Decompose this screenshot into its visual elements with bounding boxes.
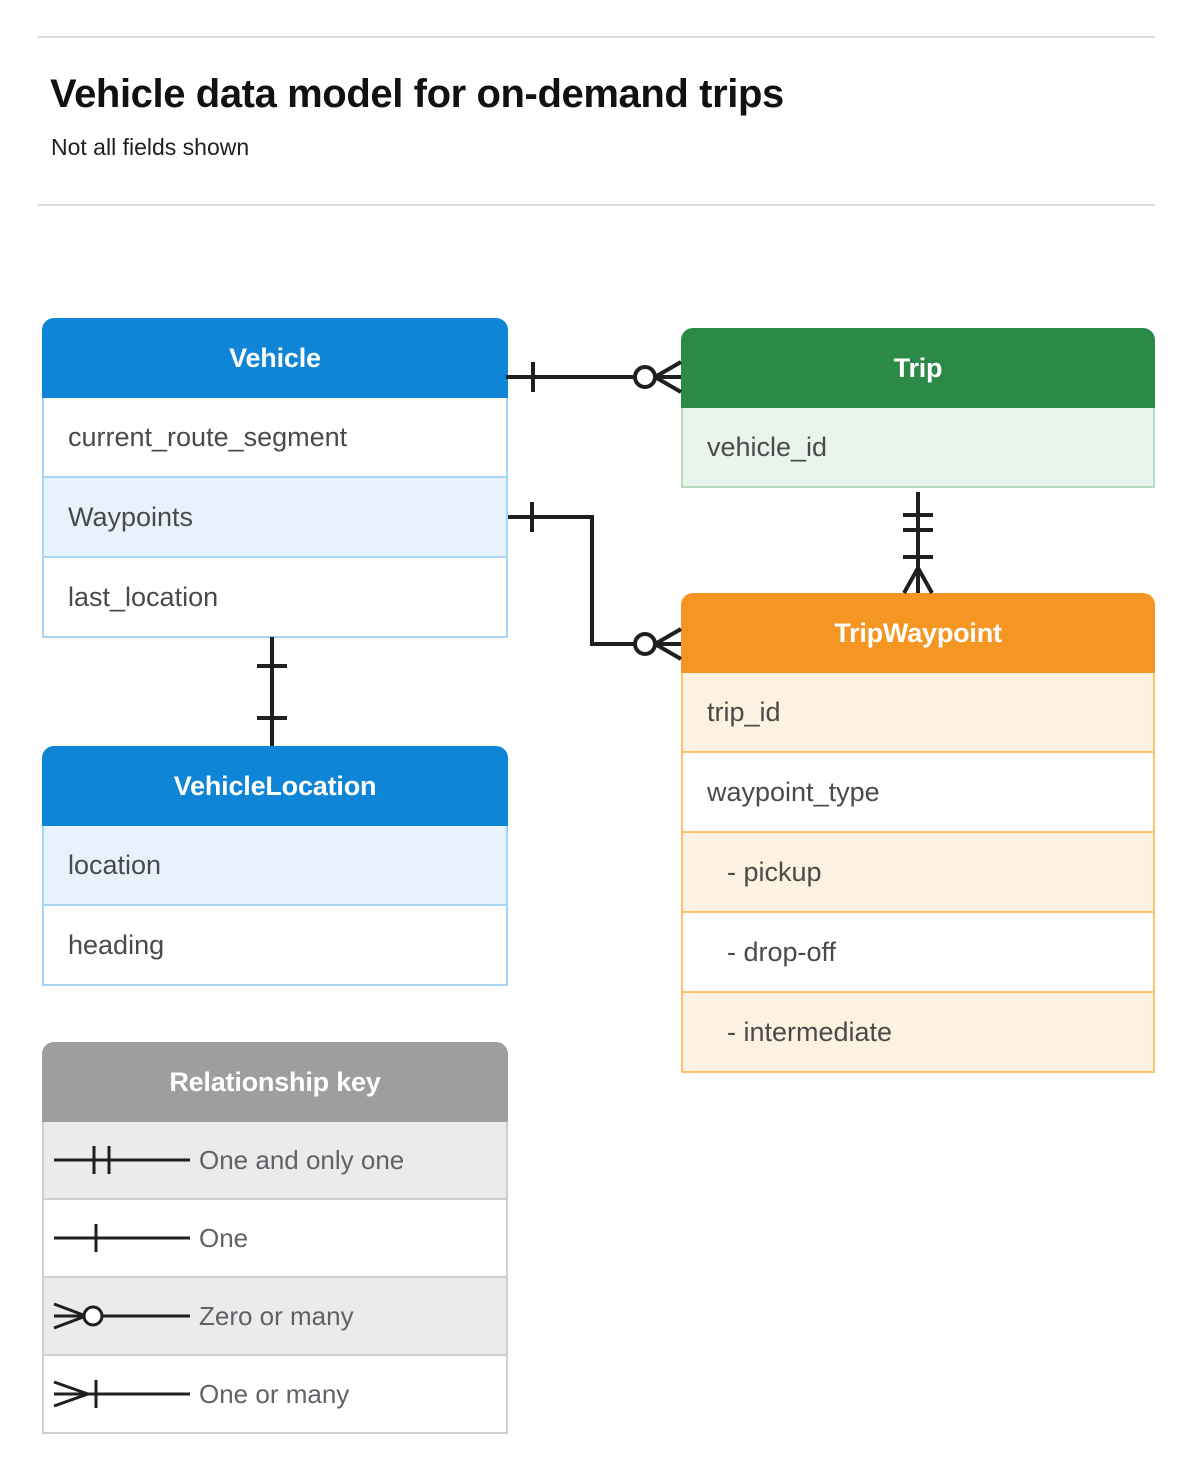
one-or-many-icon	[44, 1374, 199, 1414]
field-trip-id[interactable]: trip_id	[681, 673, 1155, 753]
page-subtitle: Not all fields shown	[51, 134, 250, 160]
field-location[interactable]: location	[42, 826, 508, 906]
field-last-location[interactable]: last_location	[42, 558, 508, 638]
legend-label-zero-or-many: Zero or many	[199, 1300, 354, 1331]
field-current-route-segment[interactable]: current_route_segment	[42, 398, 508, 478]
entity-trip[interactable]: Trip vehicle_id	[681, 328, 1155, 488]
legend-item-zero-or-many: Zero or many	[42, 1278, 508, 1356]
one-icon	[44, 1218, 199, 1258]
entity-tripwaypoint-fields: trip_id waypoint_type - pickup - drop-of…	[681, 673, 1155, 1073]
field-waypoint-type[interactable]: waypoint_type	[681, 753, 1155, 833]
connector-vehicle-trip	[506, 360, 682, 394]
entity-trip-title: Trip	[681, 328, 1155, 408]
entity-tripwaypoint[interactable]: TripWaypoint trip_id waypoint_type - pic…	[681, 593, 1155, 1073]
page-title: Vehicle data model for on-demand trips	[50, 72, 784, 116]
header-divider-top	[38, 36, 1155, 38]
connector-vehicle-vehiclelocation	[257, 637, 287, 746]
field-pickup[interactable]: - pickup	[681, 833, 1155, 913]
entity-vehiclelocation[interactable]: VehicleLocation location heading	[42, 746, 508, 986]
legend-rows: One and only one One	[42, 1122, 508, 1434]
entity-trip-fields: vehicle_id	[681, 408, 1155, 488]
field-heading[interactable]: heading	[42, 906, 508, 986]
entity-vehicle-title: Vehicle	[42, 318, 508, 398]
zero-or-many-icon	[44, 1296, 199, 1336]
legend-item-one-or-many: One or many	[42, 1356, 508, 1434]
relationship-key-legend: Relationship key One and only one	[42, 1042, 508, 1434]
entity-vehicle[interactable]: Vehicle current_route_segment Waypoints …	[42, 318, 508, 638]
legend-label-one-and-only-one: One and only one	[199, 1144, 405, 1175]
field-intermediate[interactable]: - intermediate	[681, 993, 1155, 1073]
field-vehicle-id[interactable]: vehicle_id	[681, 408, 1155, 488]
entity-vehiclelocation-title: VehicleLocation	[42, 746, 508, 826]
one-and-only-one-icon	[44, 1140, 199, 1180]
field-waypoints[interactable]: Waypoints	[42, 478, 508, 558]
field-drop-off[interactable]: - drop-off	[681, 913, 1155, 993]
legend-item-one-and-only-one: One and only one	[42, 1122, 508, 1200]
entity-vehiclelocation-fields: location heading	[42, 826, 508, 986]
legend-label-one: One	[199, 1222, 249, 1253]
legend-title: Relationship key	[42, 1042, 508, 1122]
legend-label-one-or-many: One or many	[199, 1378, 350, 1409]
connector-trip-tripwaypoint	[902, 492, 934, 594]
entity-vehicle-fields: current_route_segment Waypoints last_loc…	[42, 398, 508, 638]
connector-waypoints-tripwaypoint	[508, 502, 682, 661]
legend-item-one: One	[42, 1200, 508, 1278]
entity-tripwaypoint-title: TripWaypoint	[681, 593, 1155, 673]
header-divider-bottom	[38, 204, 1155, 206]
